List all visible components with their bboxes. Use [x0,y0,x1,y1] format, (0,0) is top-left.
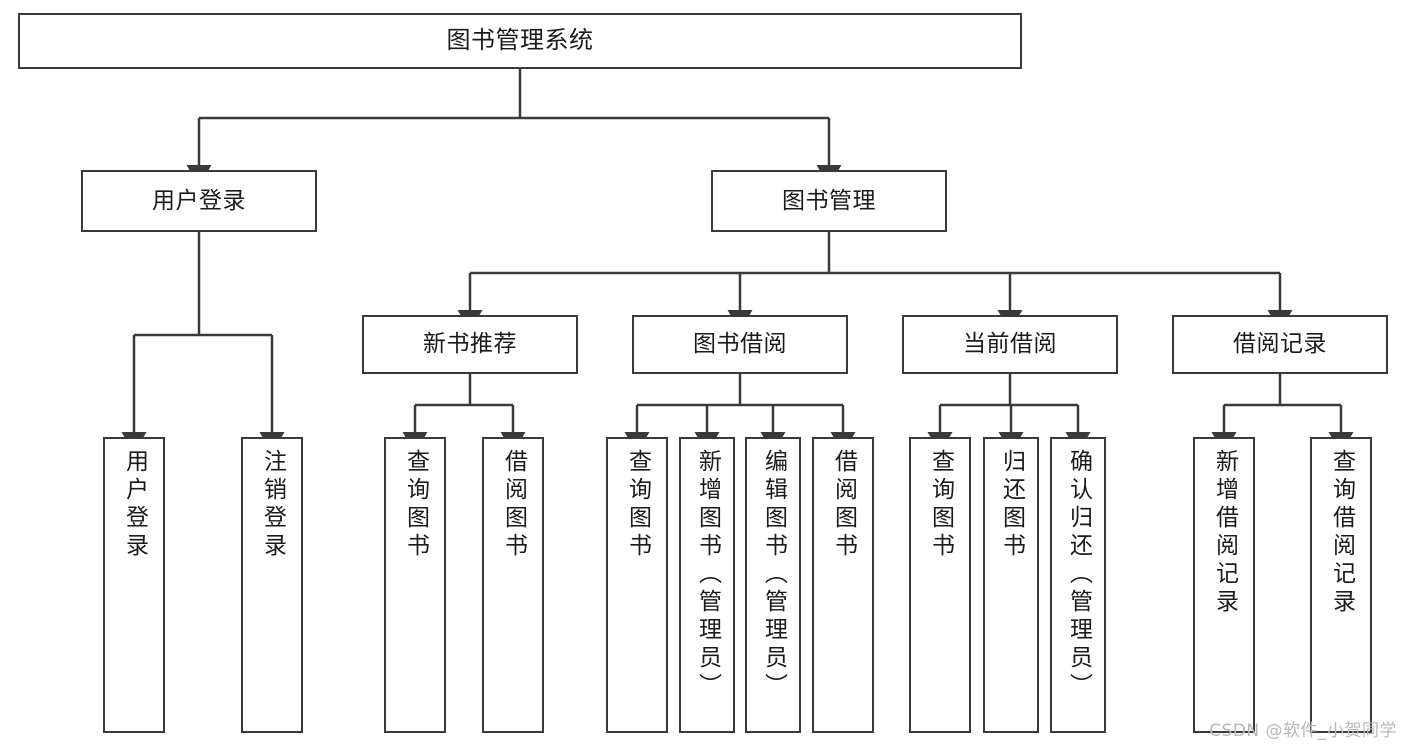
node-new-book-recommend-label: 新书推荐 [423,331,517,358]
leaf-return-book[interactable]: 归还图书 [983,437,1039,733]
leaf-borrow-book-2-label: 借阅图书 [830,449,857,561]
leaf-query-book-1[interactable]: 查询图书 [384,437,446,733]
leaf-query-book-3[interactable]: 查询图书 [909,437,971,733]
leaf-query-book-1-label: 查询图书 [402,449,429,561]
leaf-logout-label: 注销登录 [259,449,286,561]
leaf-add-book[interactable]: 新增图书（管理员） [679,437,735,733]
leaf-logout[interactable]: 注销登录 [241,437,303,733]
node-book-management[interactable]: 图书管理 [711,170,947,232]
leaf-borrow-book-1-label: 借阅图书 [500,449,527,561]
leaf-confirm-return[interactable]: 确认归还（管理员） [1050,437,1106,733]
leaf-return-book-label: 归还图书 [998,449,1025,561]
leaf-confirm-return-label: 确认归还（管理员） [1065,449,1092,701]
node-book-borrow-label: 图书借阅 [693,331,787,358]
node-new-book-recommend[interactable]: 新书推荐 [362,315,578,374]
node-current-borrow[interactable]: 当前借阅 [902,315,1118,374]
node-user-login-label: 用户登录 [152,187,246,214]
leaf-query-borrow-record-label: 查询借阅记录 [1328,449,1355,617]
node-borrow-record-label: 借阅记录 [1233,331,1327,358]
leaf-add-borrow-record-label: 新增借阅记录 [1211,449,1238,617]
leaf-query-borrow-record[interactable]: 查询借阅记录 [1310,437,1372,733]
node-root-label: 图书管理系统 [446,26,594,55]
leaf-add-borrow-record[interactable]: 新增借阅记录 [1193,437,1255,733]
node-user-login[interactable]: 用户登录 [81,170,317,232]
leaf-user-login[interactable]: 用户登录 [103,437,165,733]
edge-lines [121,69,1354,454]
leaf-query-book-2-label: 查询图书 [624,449,651,561]
leaf-query-book-3-label: 查询图书 [927,449,954,561]
leaf-edit-book[interactable]: 编辑图书（管理员） [745,437,801,733]
leaf-borrow-book-2[interactable]: 借阅图书 [812,437,874,733]
node-borrow-record[interactable]: 借阅记录 [1172,315,1388,374]
leaf-borrow-book-1[interactable]: 借阅图书 [482,437,544,733]
node-current-borrow-label: 当前借阅 [963,331,1057,358]
node-root[interactable]: 图书管理系统 [18,13,1022,69]
leaf-edit-book-label: 编辑图书（管理员） [760,449,787,701]
watermark-text: CSDN @软件_小贺同学 [1209,721,1397,741]
node-book-borrow[interactable]: 图书借阅 [632,315,848,374]
leaf-add-book-label: 新增图书（管理员） [694,449,721,701]
leaf-user-login-label: 用户登录 [121,449,148,561]
node-book-management-label: 图书管理 [782,187,876,214]
leaf-query-book-2[interactable]: 查询图书 [606,437,668,733]
